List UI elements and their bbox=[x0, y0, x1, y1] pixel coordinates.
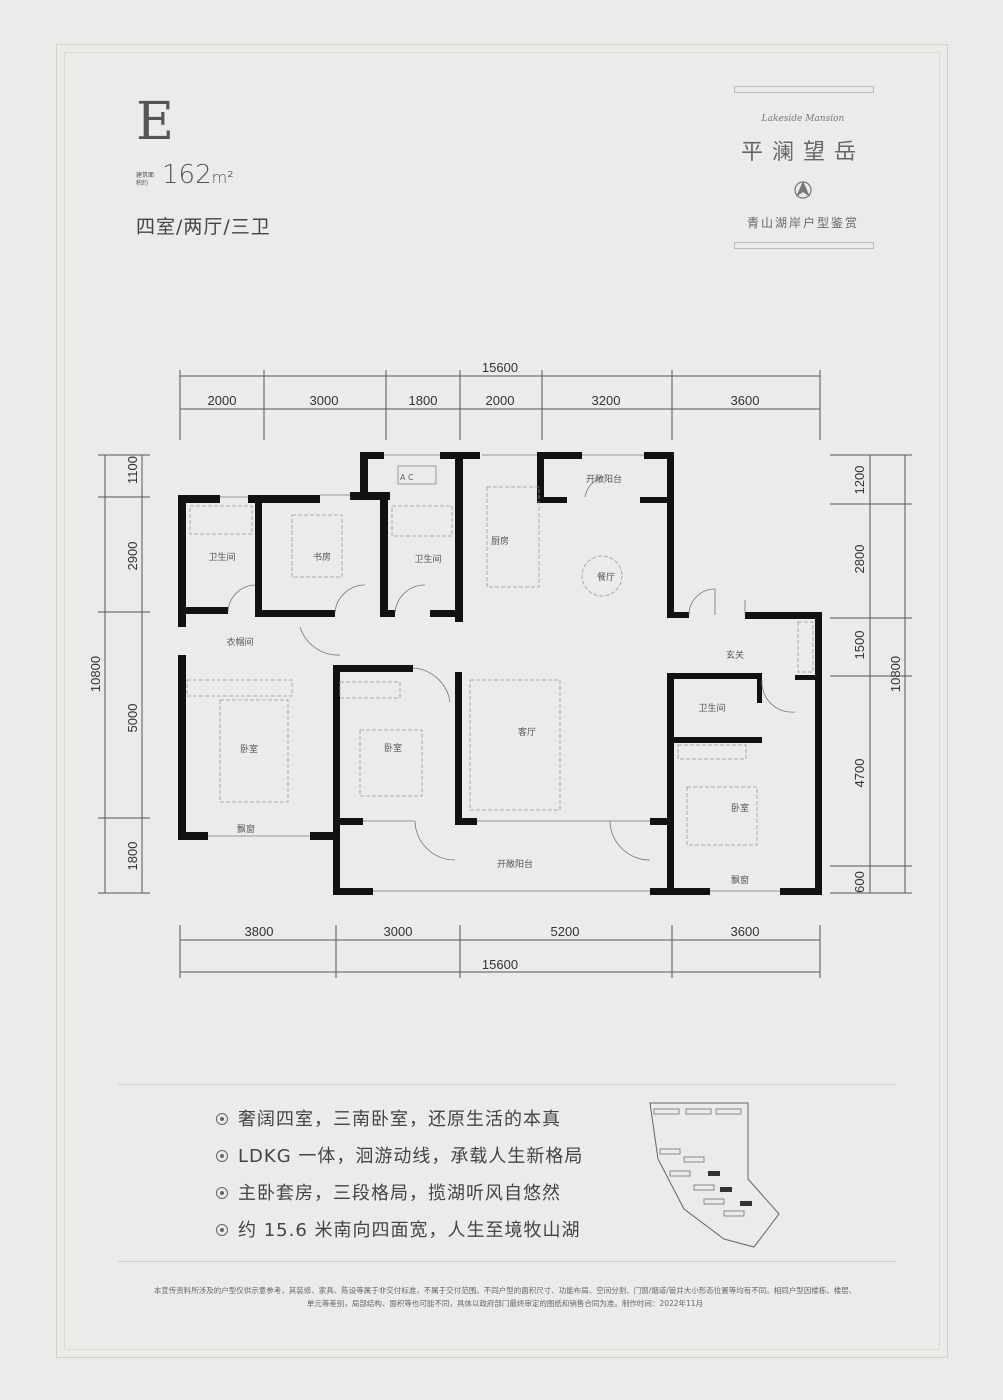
dim-right-total: 10800 bbox=[888, 656, 903, 692]
room-entry: 玄关 bbox=[726, 649, 744, 661]
dim-top: 3200 bbox=[592, 393, 621, 408]
area-label: 建筑面积约 bbox=[136, 172, 155, 187]
feature-text: 主卧套房，三段格局，揽湖听风自悠然 bbox=[238, 1183, 561, 1204]
ac-label: A C bbox=[400, 473, 414, 482]
dim-top: 3600 bbox=[731, 393, 760, 408]
dim-right: 4700 bbox=[852, 759, 867, 788]
area-number: 162 bbox=[162, 160, 212, 190]
brand-script: Lakeside Mansion bbox=[761, 114, 845, 124]
room-dining: 餐厅 bbox=[597, 571, 615, 583]
room-master-bedroom: 卧室 bbox=[240, 743, 258, 755]
outer-frame bbox=[56, 44, 948, 1358]
dim-left: 2900 bbox=[125, 542, 140, 571]
brand-bar-bottom bbox=[734, 242, 874, 249]
dim-bottom: 3800 bbox=[245, 924, 274, 939]
bullet-icon bbox=[216, 1150, 228, 1162]
dim-left-total: 10800 bbox=[88, 656, 103, 692]
room-north-balcony: 开敞阳台 bbox=[586, 473, 622, 485]
dim-top: 3000 bbox=[310, 393, 339, 408]
floor-plan: 15600 2000 3000 1800 2000 3200 3600 3800… bbox=[88, 360, 912, 978]
dim-top: 2000 bbox=[208, 393, 237, 408]
room-living: 客厅 bbox=[518, 726, 536, 738]
dim-bottom: 5200 bbox=[551, 924, 580, 939]
bullet-icon bbox=[216, 1113, 228, 1125]
dim-left: 1100 bbox=[125, 456, 140, 484]
room-bath2: 卫生间 bbox=[414, 553, 441, 565]
walls bbox=[178, 452, 822, 895]
dim-top-total: 15600 bbox=[482, 360, 518, 375]
dim-bottom: 3600 bbox=[731, 924, 760, 939]
dim-top: 2000 bbox=[486, 393, 515, 408]
room-labels: 卫生间 书房 卫生间 厨房 开敞阳台 餐厅 玄关 衣帽间 卧室 飘窗 卧室 客厅… bbox=[208, 473, 749, 886]
bullet-icon bbox=[216, 1187, 228, 1199]
room-bath3: 卫生间 bbox=[698, 702, 725, 714]
feature-item: 主卧套房，三段格局，揽湖听风自悠然 bbox=[216, 1179, 561, 1205]
brand-subtitle: 青山湖岸户型鉴赏 bbox=[746, 216, 859, 230]
dim-right: 1500 bbox=[852, 631, 867, 660]
dimension-labels: 15600 2000 3000 1800 2000 3200 3600 3800… bbox=[88, 360, 903, 972]
feature-text: LDKG 一体，洄游动线，承载人生新格局 bbox=[238, 1146, 584, 1167]
room-bedroom-3: 卧室 bbox=[731, 802, 749, 814]
dim-top: 1800 bbox=[409, 393, 438, 408]
feature-text: 奢阔四室，三南卧室，还原生活的本真 bbox=[238, 1109, 561, 1130]
dim-bottom-total: 15600 bbox=[482, 957, 518, 972]
windows-doors bbox=[208, 454, 796, 892]
inner-frame bbox=[64, 52, 940, 1350]
feature-item: 约 15.6 米南向四面宽，人生至境牧山湖 bbox=[216, 1216, 581, 1242]
brand-bar-top bbox=[734, 86, 874, 93]
room-kitchen: 厨房 bbox=[491, 535, 509, 547]
feature-item: 奢阔四室，三南卧室，还原生活的本真 bbox=[216, 1105, 561, 1131]
dimension-lines bbox=[98, 370, 912, 978]
feature-text: 约 15.6 米南向四面宽，人生至境牧山湖 bbox=[238, 1220, 581, 1241]
brand-logo-icon bbox=[794, 181, 812, 199]
room-south-balcony: 开敞阳台 bbox=[497, 858, 533, 870]
features-panel: 奢阔四室，三南卧室，还原生活的本真 LDKG 一体，洄游动线，承载人生新格局 主… bbox=[118, 1084, 896, 1262]
area-unit: m² bbox=[211, 168, 234, 187]
dim-bottom: 3000 bbox=[384, 924, 413, 939]
layout-summary: 四室/两厅/三卫 bbox=[136, 216, 271, 238]
room-closet: 衣帽间 bbox=[226, 636, 253, 648]
room-bath1: 卫生间 bbox=[208, 551, 235, 563]
feature-item: LDKG 一体，洄游动线，承载人生新格局 bbox=[216, 1142, 583, 1168]
area-value: 162m² bbox=[162, 160, 234, 190]
brand-name: 平澜望岳 bbox=[740, 140, 865, 165]
ac-unit-icon bbox=[397, 465, 437, 485]
unit-type-letter: E bbox=[136, 92, 174, 152]
dim-left: 5000 bbox=[125, 704, 140, 733]
disclaimer: 本宣传资料所涉及的户型仅供示意参考，其装修、家具、陈设等属于非交付标准，不属于交… bbox=[153, 1286, 857, 1308]
room-bay-window-2: 飘窗 bbox=[731, 874, 749, 886]
furniture bbox=[186, 486, 814, 846]
site-key-map bbox=[649, 1102, 780, 1248]
dim-right: 2800 bbox=[852, 545, 867, 574]
bullet-icon bbox=[216, 1224, 228, 1236]
dim-right: 600 bbox=[852, 871, 867, 893]
room-bay-window-1: 飘窗 bbox=[237, 823, 255, 835]
dim-right: 1200 bbox=[852, 466, 867, 495]
brand-block: Lakeside Mansion 平澜望岳 青山湖岸户型鉴赏 bbox=[716, 86, 890, 250]
dim-left: 1800 bbox=[125, 842, 140, 871]
room-study: 书房 bbox=[313, 551, 331, 563]
room-bedroom-2: 卧室 bbox=[384, 742, 402, 754]
